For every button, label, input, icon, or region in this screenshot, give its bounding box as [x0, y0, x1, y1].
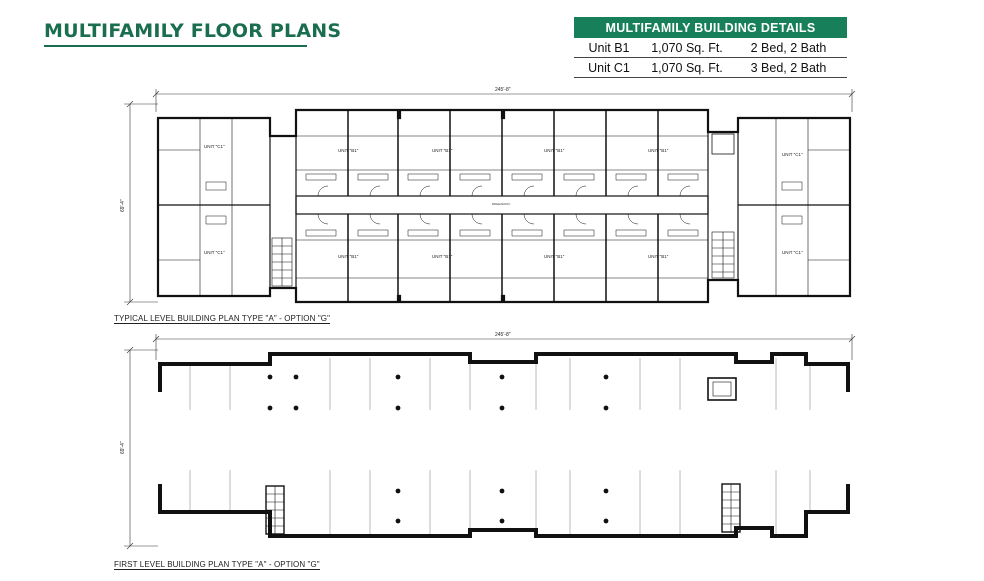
structural-columns — [267, 374, 609, 524]
unit-beds: 3 Bed, 2 Bath — [730, 57, 847, 78]
first-height-dim: 69'-4" — [120, 441, 126, 454]
first-width-dim: 245'-8" — [495, 332, 511, 338]
unit-label-b: UNIT "B1" — [648, 148, 669, 153]
width-dimension — [152, 334, 856, 360]
stair-right — [711, 231, 735, 279]
typical-width-dim: 245'-8" — [495, 87, 511, 93]
unit-walls-bottom — [296, 214, 708, 302]
unit-name: Unit C1 — [574, 57, 644, 78]
unit-label-b: UNIT "B1" — [338, 148, 359, 153]
stair-left — [271, 237, 293, 287]
unit-labels: UNIT "B1" UNIT "B1" UNIT "B1" UNIT "B1" … — [204, 144, 803, 259]
unit-sqft: 1,070 Sq. Ft. — [644, 38, 730, 58]
corridor-label: BREEZEWAY — [492, 202, 511, 206]
unit-label-c: UNIT "C1" — [204, 250, 225, 255]
unit-label-c: UNIT "C1" — [782, 250, 803, 255]
unit-name: Unit B1 — [574, 38, 644, 58]
unit-label-b: UNIT "B1" — [648, 254, 669, 259]
typical-height-dim: 69'-4" — [120, 199, 126, 212]
details-heading: MULTIFAMILY BUILDING DETAILS — [574, 17, 847, 38]
unit-label-b: UNIT "B1" — [338, 254, 359, 259]
unit-label-b: UNIT "B1" — [432, 148, 453, 153]
elevator-typical — [711, 133, 735, 155]
unit-label-c: UNIT "C1" — [204, 144, 225, 149]
building-details-table: MULTIFAMILY BUILDING DETAILS Unit B1 1,0… — [574, 17, 847, 78]
unit-label-b: UNIT "B1" — [544, 148, 565, 153]
end-unit-walls — [158, 118, 850, 296]
unit-sqft: 1,070 Sq. Ft. — [644, 57, 730, 78]
kitchen-fixtures — [205, 173, 803, 237]
height-dimension — [124, 346, 158, 550]
parking-stalls-top — [189, 358, 811, 410]
title-underline — [44, 45, 307, 47]
stair-first-right — [721, 483, 741, 533]
unit-walls-top — [296, 110, 708, 196]
table-row: Unit C1 1,070 Sq. Ft. 3 Bed, 2 Bath — [574, 57, 847, 78]
height-dimension — [124, 100, 158, 306]
first-level-plan: 245'-8" 69'-4" — [120, 332, 856, 550]
table-row: Unit B1 1,070 Sq. Ft. 2 Bed, 2 Bath — [574, 38, 847, 58]
width-dimension — [152, 89, 856, 112]
unit-label-b: UNIT "B1" — [432, 254, 453, 259]
first-plan-caption: FIRST LEVEL BUILDING PLAN TYPE "A" - OPT… — [114, 560, 320, 570]
unit-label-c: UNIT "C1" — [782, 152, 803, 157]
elevator-first — [707, 377, 737, 401]
stair-first-left — [265, 485, 285, 535]
parking-stalls-bottom — [189, 470, 811, 534]
door-swings — [317, 185, 691, 225]
typical-plan-caption: TYPICAL LEVEL BUILDING PLAN TYPE "A" - O… — [114, 314, 331, 324]
unit-label-b: UNIT "B1" — [544, 254, 565, 259]
typical-level-plan: 245'-8" 69'-4" BREEZEWAY — [120, 87, 856, 306]
page-title: MULTIFAMILY FLOOR PLANS — [44, 20, 342, 42]
unit-beds: 2 Bed, 2 Bath — [730, 38, 847, 58]
